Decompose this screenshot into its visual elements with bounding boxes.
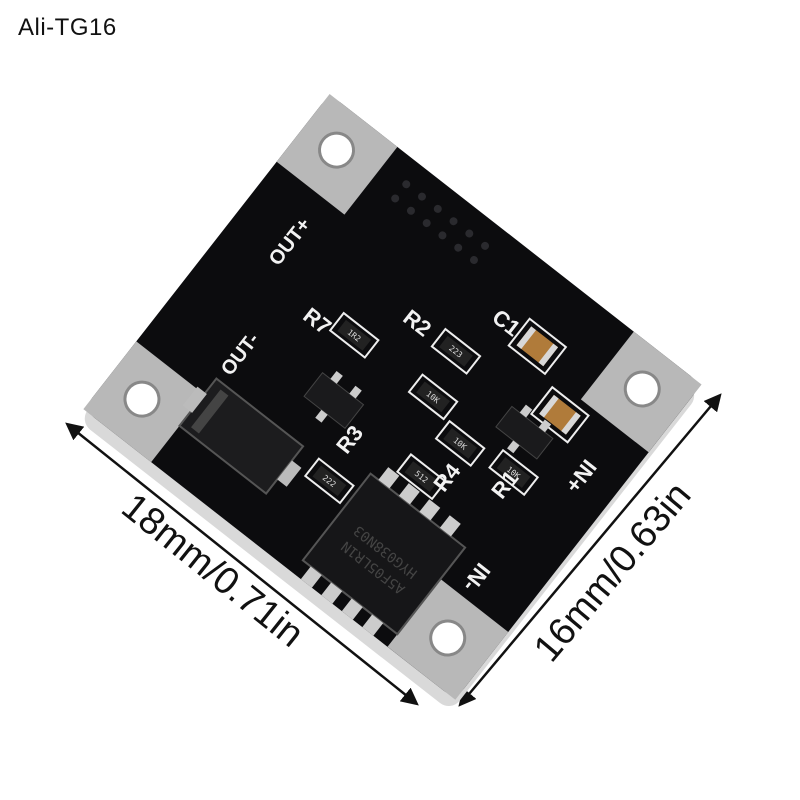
- schottky-diode: [178, 377, 305, 495]
- watermark-text: Ali-TG16: [18, 14, 117, 41]
- length-dimension-arrow: [65, 422, 419, 706]
- mount-pad-bottom-left: [83, 341, 205, 463]
- mount-pad-top-left: [276, 93, 398, 215]
- pcb-surface: [89, 99, 696, 695]
- resistor-r4: 512: [395, 453, 448, 501]
- transistor-sot23-left: [303, 370, 365, 430]
- mount-pad-top-right: [580, 331, 702, 453]
- resistor-mid-2: 10K: [434, 419, 486, 468]
- capacitor-c2: [529, 385, 590, 444]
- via-holes: [391, 180, 490, 265]
- resistor-r3: 222: [303, 457, 355, 505]
- resistor-r1: 10K: [488, 448, 540, 497]
- width-dimension-arrow: [458, 393, 722, 707]
- transistor-sot23-top: [495, 404, 554, 460]
- pcb-board: IN+ IN- OUT+ OUT- C1 223 R2 1R2: [83, 93, 702, 707]
- resistor-r2: 223: [430, 327, 482, 375]
- mosfet-chip: HYG038N03 A5F05LR1N: [300, 467, 467, 636]
- capacitor-c1: [507, 317, 568, 376]
- resistor-mid-1: 10K: [407, 373, 459, 421]
- resistor-r7: 1R2: [328, 311, 380, 359]
